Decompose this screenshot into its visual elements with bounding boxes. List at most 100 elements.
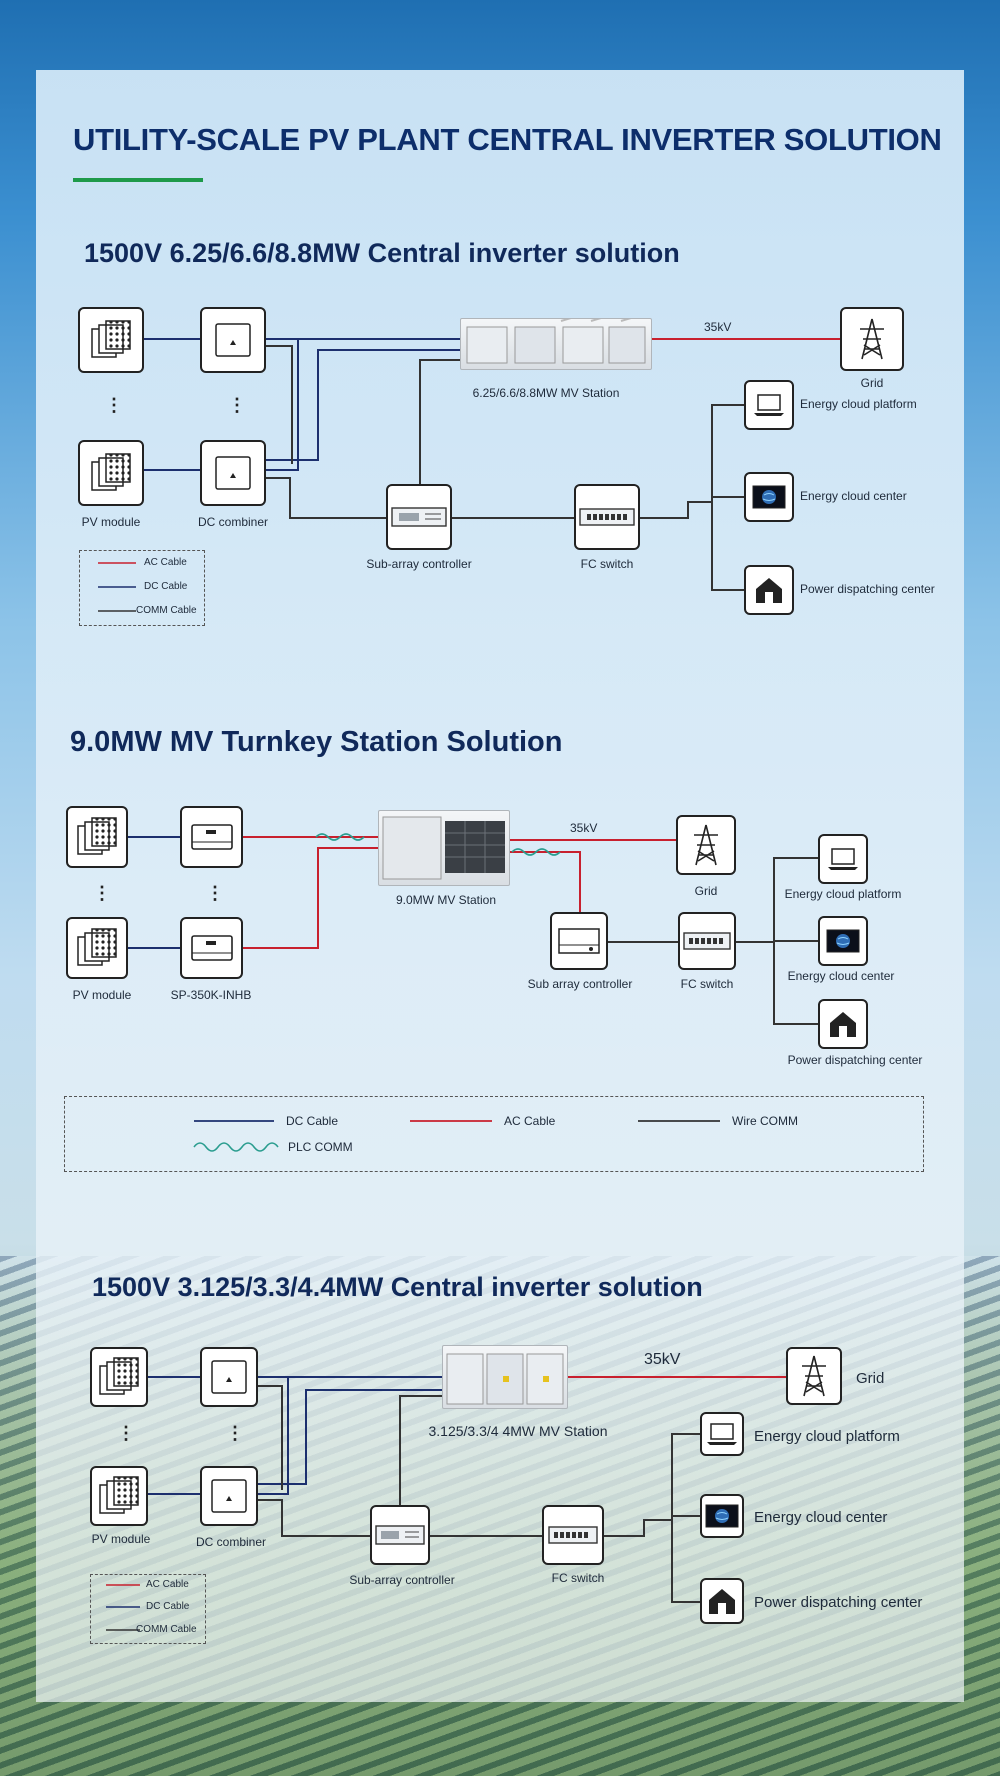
s3-legend-dc: DC Cable	[146, 1601, 190, 1612]
globe-screen-icon	[705, 1504, 739, 1528]
s1-legend-comm: COMM Cable	[136, 605, 197, 616]
s2-inverter-label: SP-350K-INHB	[170, 988, 252, 1002]
s3-platform-label: Energy cloud platform	[754, 1428, 900, 1445]
house-icon	[756, 578, 782, 603]
s2-station-label: 9.0MW MV Station	[395, 893, 497, 907]
s3-combiner-more-dots: ⋮	[226, 1423, 244, 1443]
s1-pv-module-1	[78, 307, 144, 373]
solar-panel-icon	[77, 928, 117, 966]
globe-screen-icon	[826, 929, 860, 953]
s3-dc-combiner-2	[200, 1466, 258, 1526]
s3-dispatch-label: Power dispatching center	[754, 1594, 923, 1611]
s3-combiner-label: DC combiner	[195, 1535, 267, 1549]
laptop-icon	[828, 848, 858, 870]
s2-power-dispatching-center	[818, 999, 868, 1049]
s1-grid-label: Grid	[860, 376, 884, 390]
s3-fc-switch	[542, 1505, 604, 1565]
s3-grid-label: Grid	[856, 1370, 885, 1387]
s2-title: 9.0MW MV Turnkey Station Solution	[70, 726, 563, 758]
s1-controller-label: Sub-array controller	[366, 557, 472, 571]
container-station-icon	[466, 314, 646, 364]
s1-mv-station	[460, 314, 652, 370]
s1-legend-dc: DC Cable	[144, 581, 188, 592]
s2-string-inverter-1	[180, 806, 243, 868]
s2-sub-array-controller	[550, 912, 608, 970]
title-underline	[73, 178, 203, 182]
s2-energy-cloud-platform	[818, 834, 868, 884]
s3-pv-module-2	[90, 1466, 148, 1526]
s3-energy-cloud-platform	[700, 1412, 744, 1456]
s3-voltage-label: 35kV	[644, 1351, 681, 1368]
s1-pv-module-2	[78, 440, 144, 506]
house-icon	[830, 1012, 856, 1037]
container-station-icon	[382, 816, 505, 880]
s1-dc-combiner-2	[200, 440, 266, 506]
combiner-box-icon	[215, 456, 251, 490]
s2-string-inverter-2	[180, 917, 243, 979]
s1-station-label: 6.25/6.6/8.8MW MV Station	[472, 386, 620, 400]
s2-pv-module-2	[66, 917, 128, 979]
s3-sub-array-controller	[370, 1505, 430, 1565]
s1-sub-array-controller	[386, 484, 452, 550]
s1-voltage-label: 35kV	[704, 320, 732, 334]
s2-pv-label: PV module	[72, 988, 132, 1002]
legend-lines	[98, 562, 720, 1631]
s1-title: 1500V 6.25/6.6/8.8MW Central inverter so…	[84, 238, 680, 268]
s3-wires	[148, 1376, 786, 1603]
s2-legend-plc: PLC COMM	[288, 1140, 353, 1154]
s2-fc-label: FC switch	[680, 977, 734, 991]
s3-pv-label: PV module	[91, 1532, 151, 1546]
s1-grid	[840, 307, 904, 371]
s3-station-label: 3.125/3.3/4 4MW MV Station	[428, 1423, 608, 1439]
s2-center-label: Energy cloud center	[787, 969, 895, 983]
s2-platform-label: Energy cloud platform	[784, 887, 902, 901]
s3-mv-station	[442, 1345, 568, 1409]
inverter-icon	[190, 824, 233, 850]
s2-pv-module-1	[66, 806, 128, 868]
s2-controller-label: Sub array controller	[527, 977, 633, 991]
s1-dc-combiner-1	[200, 307, 266, 373]
solar-panel-icon	[91, 320, 131, 358]
s3-grid	[786, 1347, 842, 1405]
s2-pv-more-dots: ⋮	[93, 883, 111, 903]
solar-panel-icon	[77, 817, 117, 855]
s1-pv-label: PV module	[81, 515, 141, 529]
network-switch-icon	[548, 1526, 598, 1544]
laptop-icon	[754, 394, 784, 416]
s1-pv-more-dots: ⋮	[105, 395, 123, 415]
s2-legend	[64, 1096, 924, 1172]
s2-dispatch-label: Power dispatching center	[787, 1053, 923, 1067]
s3-legend	[90, 1574, 206, 1644]
controller-icon	[558, 928, 600, 954]
s2-inverter-more-dots: ⋮	[206, 883, 224, 903]
s3-controller-label: Sub-array controller	[349, 1573, 455, 1587]
s3-dc-combiner-1	[200, 1347, 258, 1407]
s1-legend-ac: AC Cable	[144, 557, 187, 568]
transmission-tower-icon	[860, 318, 884, 360]
container-station-icon	[446, 1353, 564, 1405]
s3-fc-label: FC switch	[551, 1571, 605, 1585]
s3-center-label: Energy cloud center	[754, 1509, 888, 1526]
s1-combiner-label: DC combiner	[197, 515, 269, 529]
s2-wires	[128, 833, 818, 1025]
solar-panel-icon	[91, 453, 131, 491]
controller-icon	[375, 1525, 425, 1545]
page-title: UTILITY-SCALE PV PLANT CENTRAL INVERTER …	[73, 122, 942, 157]
s3-pv-module-1	[90, 1347, 148, 1407]
s1-wires	[144, 338, 840, 591]
s3-pv-more-dots: ⋮	[117, 1423, 135, 1443]
laptop-icon	[707, 1423, 737, 1445]
inverter-icon	[190, 935, 233, 961]
controller-icon	[391, 507, 447, 527]
combiner-box-icon	[211, 1479, 247, 1513]
s1-fc-label: FC switch	[580, 557, 634, 571]
s1-dispatch-label: Power dispatching center	[800, 582, 935, 596]
combiner-box-icon	[211, 1360, 247, 1394]
s1-platform-label: Energy cloud platform	[800, 397, 917, 411]
s1-power-dispatching-center	[744, 565, 794, 615]
s3-power-dispatching-center	[700, 1578, 744, 1624]
s1-center-label: Energy cloud center	[800, 489, 907, 503]
s2-grid	[676, 815, 736, 875]
s2-energy-cloud-center	[818, 916, 868, 966]
